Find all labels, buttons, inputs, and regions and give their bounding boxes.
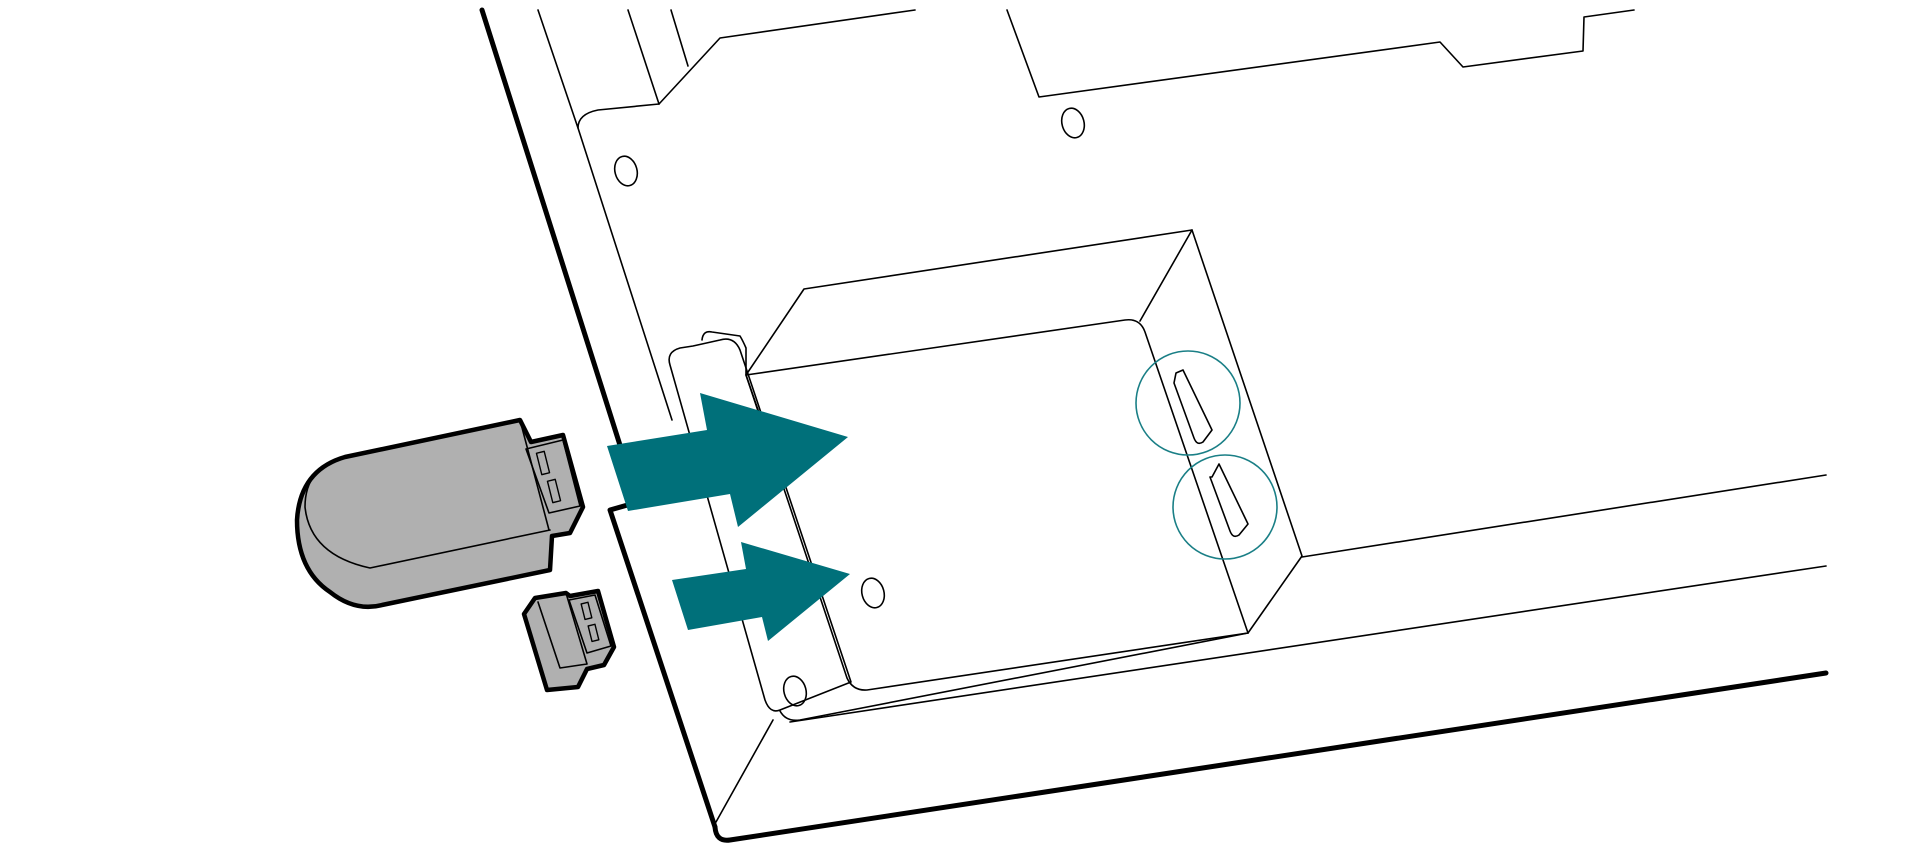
- port-highlight-circle: [1135, 350, 1241, 456]
- screw-hole: [613, 155, 639, 187]
- port-panel-bottom-edge: [779, 632, 1249, 722]
- usb-drive-large-cap-edge: [304, 419, 551, 569]
- usb-drive-large-body: [294, 417, 586, 610]
- port-panel-front: [701, 330, 777, 463]
- screw-hole: [1060, 107, 1086, 139]
- port-panel-front-plate: [668, 338, 852, 712]
- device-inner-left-edge: [537, 9, 579, 129]
- device-bottom-corner: [712, 670, 1829, 843]
- usb-drive-small-connector: [568, 594, 612, 654]
- device-housing: [479, 7, 1829, 843]
- usb-port-slot: [1209, 463, 1249, 538]
- usb-drive-large-connector-edge: [519, 419, 550, 531]
- usb-contact: [535, 450, 551, 476]
- screw-hole: [860, 577, 886, 609]
- device-rail-edge: [1301, 474, 1827, 558]
- device-top-right-contour: [1006, 9, 1635, 98]
- device-top-edge: [658, 9, 916, 105]
- recess-inner-corner-line: [1139, 229, 1193, 322]
- device-left-edge: [479, 7, 718, 830]
- usb-port-slot: [1173, 369, 1213, 445]
- usb-contact: [546, 478, 562, 504]
- device-top-plate: [577, 103, 673, 421]
- device-bottom-inner-edge: [789, 565, 1827, 723]
- device-back-line-b: [670, 9, 689, 67]
- port-recess: [668, 229, 1303, 722]
- usb-drive-small: [521, 588, 617, 693]
- device-lower-left-bevel: [715, 719, 774, 823]
- usb-drive-small-inner-edge: [537, 592, 588, 669]
- usb-contact: [580, 601, 593, 621]
- usb-drive-large: [294, 417, 586, 610]
- usb-contact: [587, 623, 600, 643]
- usb-port-lower: [1172, 454, 1278, 560]
- usb-port-upper: [1135, 350, 1241, 456]
- device-back-line-a: [627, 9, 660, 105]
- insert-arrow-upper: [607, 393, 848, 527]
- insert-arrow-lower: [672, 542, 850, 641]
- usb-drive-large-connector: [525, 439, 581, 514]
- port-highlight-circle: [1172, 454, 1278, 560]
- screw-hole: [782, 675, 808, 707]
